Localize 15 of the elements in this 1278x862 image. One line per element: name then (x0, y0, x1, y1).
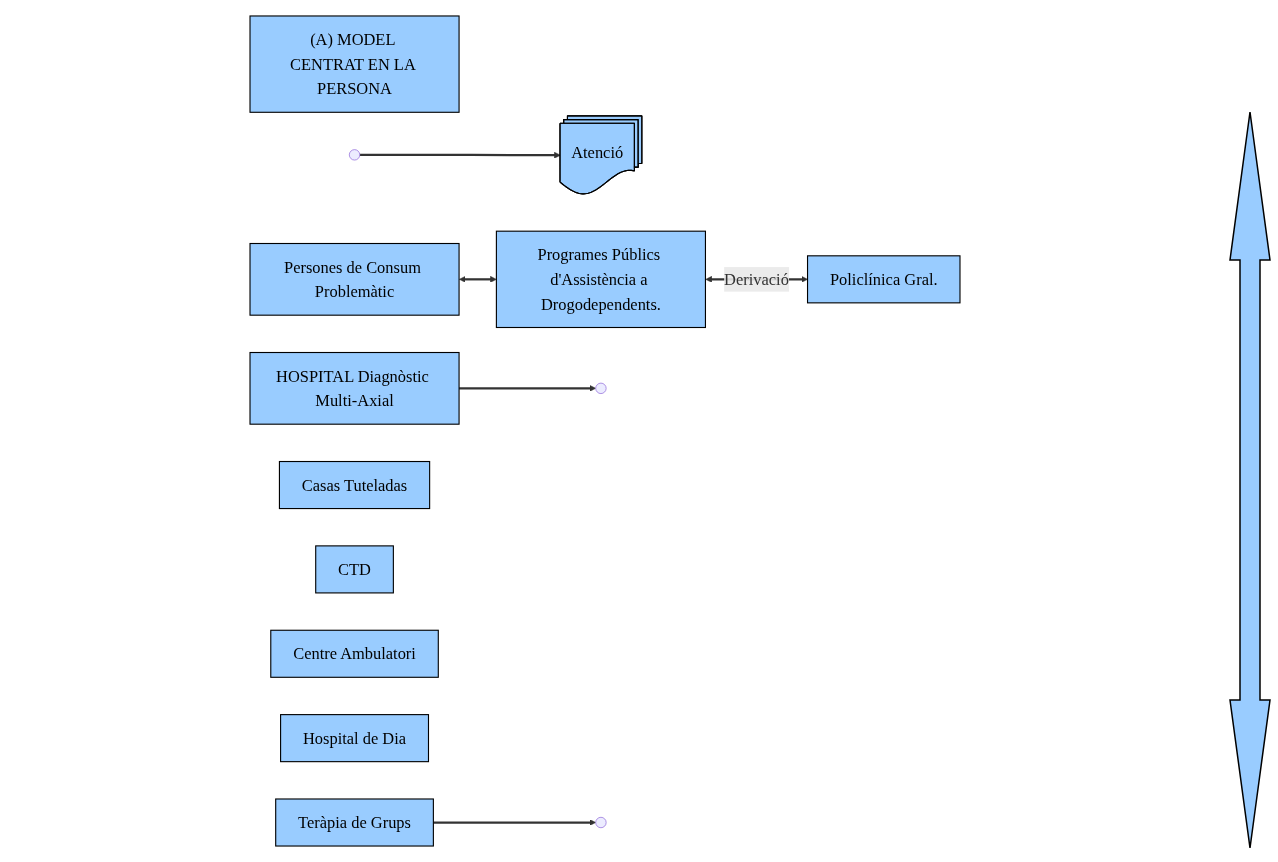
node-box: CTD (315, 545, 394, 594)
arrow (459, 276, 497, 283)
node-box: HOSPITAL Diagnòstic Multi-Axial (249, 351, 460, 425)
edge-label: Derivació (724, 270, 789, 289)
node-box: Policlínica Gral. (807, 255, 961, 304)
node-box: (A) MODEL CENTRAT EN LA PERSONA (249, 15, 460, 113)
node-box: Hospital de Dia (280, 714, 430, 763)
node-box: Centre Ambulatori (270, 629, 439, 678)
node-box: Programes Públics d'Assistència a Drogodependents. (495, 230, 706, 329)
arrow (359, 151, 561, 159)
node-box: Casas Tuteladas (278, 460, 431, 510)
arrow (433, 819, 596, 826)
arrow (459, 385, 596, 392)
node-box: Persones de Consum Problemàtic (249, 242, 460, 316)
node-box: Teràpia de Grups (275, 798, 434, 847)
